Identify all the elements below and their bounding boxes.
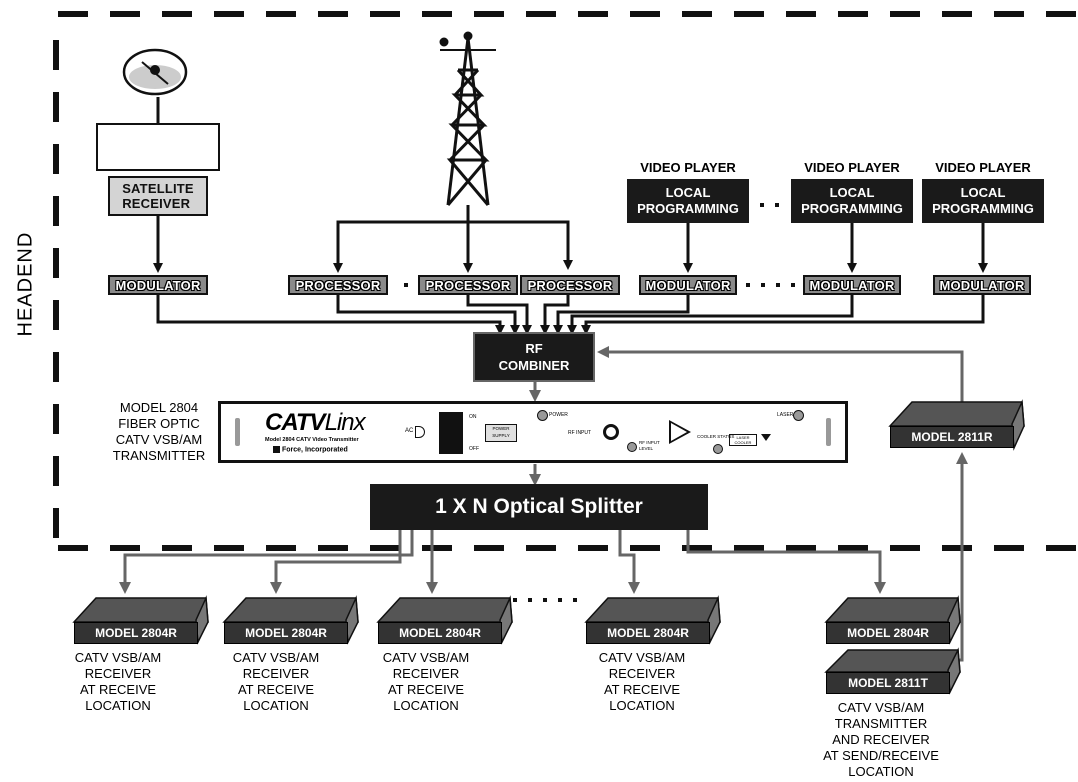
rf-combiner: RF COMBINER xyxy=(473,332,595,382)
model-2811t-label: MODEL 2811T xyxy=(826,672,950,694)
modulator-local-3: MODULATOR xyxy=(933,275,1031,295)
receiver-model-label: MODEL 2804R xyxy=(586,622,710,644)
company-name: Force, Incorporated xyxy=(282,446,348,454)
panel-handle-right xyxy=(826,418,831,446)
antenna-tower-icon xyxy=(439,31,496,206)
power-label: POWER xyxy=(549,412,568,418)
ac-label: AC xyxy=(405,428,414,434)
receiver-model-label: MODEL 2804R xyxy=(74,622,198,644)
headend-label: HEADEND xyxy=(14,231,37,337)
receiver-unit-4: MODEL 2804R xyxy=(586,622,720,644)
processor-1: PROCESSOR xyxy=(288,275,388,295)
transceiver-caption: CATV VSB/AM TRANSMITTER AND RECEIVER AT … xyxy=(823,700,939,779)
local-programming-1: LOCAL PROGRAMMING xyxy=(627,179,749,223)
video-player-label-2: VIDEO PLAYER xyxy=(804,160,900,175)
brand-catv: CATV xyxy=(265,409,326,436)
model-2811t-unit: MODEL 2811T xyxy=(826,672,960,694)
receiver-caption-3: CATV VSB/AM RECEIVER AT RECEIVE LOCATION xyxy=(382,650,470,713)
local-programming-3: LOCAL PROGRAMMING xyxy=(922,179,1044,223)
video-player-label-3: VIDEO PLAYER xyxy=(935,160,1031,175)
power-switch[interactable] xyxy=(439,412,463,454)
receiver-model-label: MODEL 2804R xyxy=(378,622,502,644)
receiver-caption-4: CATV VSB/AM RECEIVER AT RECEIVE LOCATION xyxy=(598,650,686,713)
modulator-local-2: MODULATOR xyxy=(803,275,901,295)
rf-level-label: RF INPUT LEVEL xyxy=(639,440,660,451)
company-logo: Force, Incorporated xyxy=(273,446,348,453)
receiver-unit-5: MODEL 2804R xyxy=(826,622,960,644)
amplifier-icon-inner xyxy=(671,423,687,441)
laser-diode-icon xyxy=(761,434,771,441)
transmitter-caption: MODEL 2804 FIBER OPTIC CATV VSB/AM TRANS… xyxy=(112,400,206,463)
brand-logo: CATVLinx xyxy=(265,409,366,437)
panel-model-line: Model 2804 CATV Video Transmitter xyxy=(265,437,359,443)
processor-2: PROCESSOR xyxy=(418,275,518,295)
laser-cooler-box: LASER COOLER xyxy=(729,434,757,446)
receiver-model-label: MODEL 2804R xyxy=(826,622,950,644)
ac-plug-icon xyxy=(415,426,425,438)
video-player-label-1: VIDEO PLAYER xyxy=(640,160,736,175)
cooler-status-led xyxy=(713,444,723,454)
model-2811r-unit: MODEL 2811R xyxy=(890,426,1024,448)
rf-input-label: RF INPUT xyxy=(568,430,592,436)
receiver-model-label: MODEL 2804R xyxy=(224,622,348,644)
brand-linx: Linx xyxy=(324,409,366,436)
model-2811r-label: MODEL 2811R xyxy=(890,426,1014,448)
transmitter-panel: CATVLinx Model 2804 CATV Video Transmitt… xyxy=(218,401,848,463)
processor-3: PROCESSOR xyxy=(520,275,620,295)
local-programming-2: LOCAL PROGRAMMING xyxy=(791,179,913,223)
panel-handle-left xyxy=(235,418,240,446)
rf-level-led xyxy=(627,442,637,452)
rf-input-connector[interactable] xyxy=(603,424,619,440)
receiver-unit-1: MODEL 2804R xyxy=(74,622,208,644)
laser-label: LASER xyxy=(777,412,794,418)
headend-boundary xyxy=(53,11,1078,551)
power-led xyxy=(537,410,548,421)
laser-led xyxy=(793,410,804,421)
satellite-receiver-tag: SATELLITE RECEIVER xyxy=(108,176,208,216)
receiver-unit-2: MODEL 2804R xyxy=(224,622,358,644)
modulator-local-1: MODULATOR xyxy=(639,275,737,295)
switch-on-label: ON xyxy=(469,414,477,420)
receiver-caption-1: CATV VSB/AM RECEIVER AT RECEIVE LOCATION xyxy=(74,650,162,713)
modulator-satellite: MODULATOR xyxy=(108,275,208,295)
switch-off-label: OFF xyxy=(469,446,479,452)
optical-splitter: 1 X N Optical Splitter xyxy=(370,484,708,530)
receiver-caption-2: CATV VSB/AM RECEIVER AT RECEIVE LOCATION xyxy=(232,650,320,713)
satellite-receiver-box xyxy=(96,123,220,171)
power-supply-box: POWER SUPPLY xyxy=(485,424,517,442)
satellite-dish-icon xyxy=(122,48,188,96)
cooler-status-label: COOLER STATUS xyxy=(697,434,735,439)
receiver-unit-3: MODEL 2804R xyxy=(378,622,512,644)
